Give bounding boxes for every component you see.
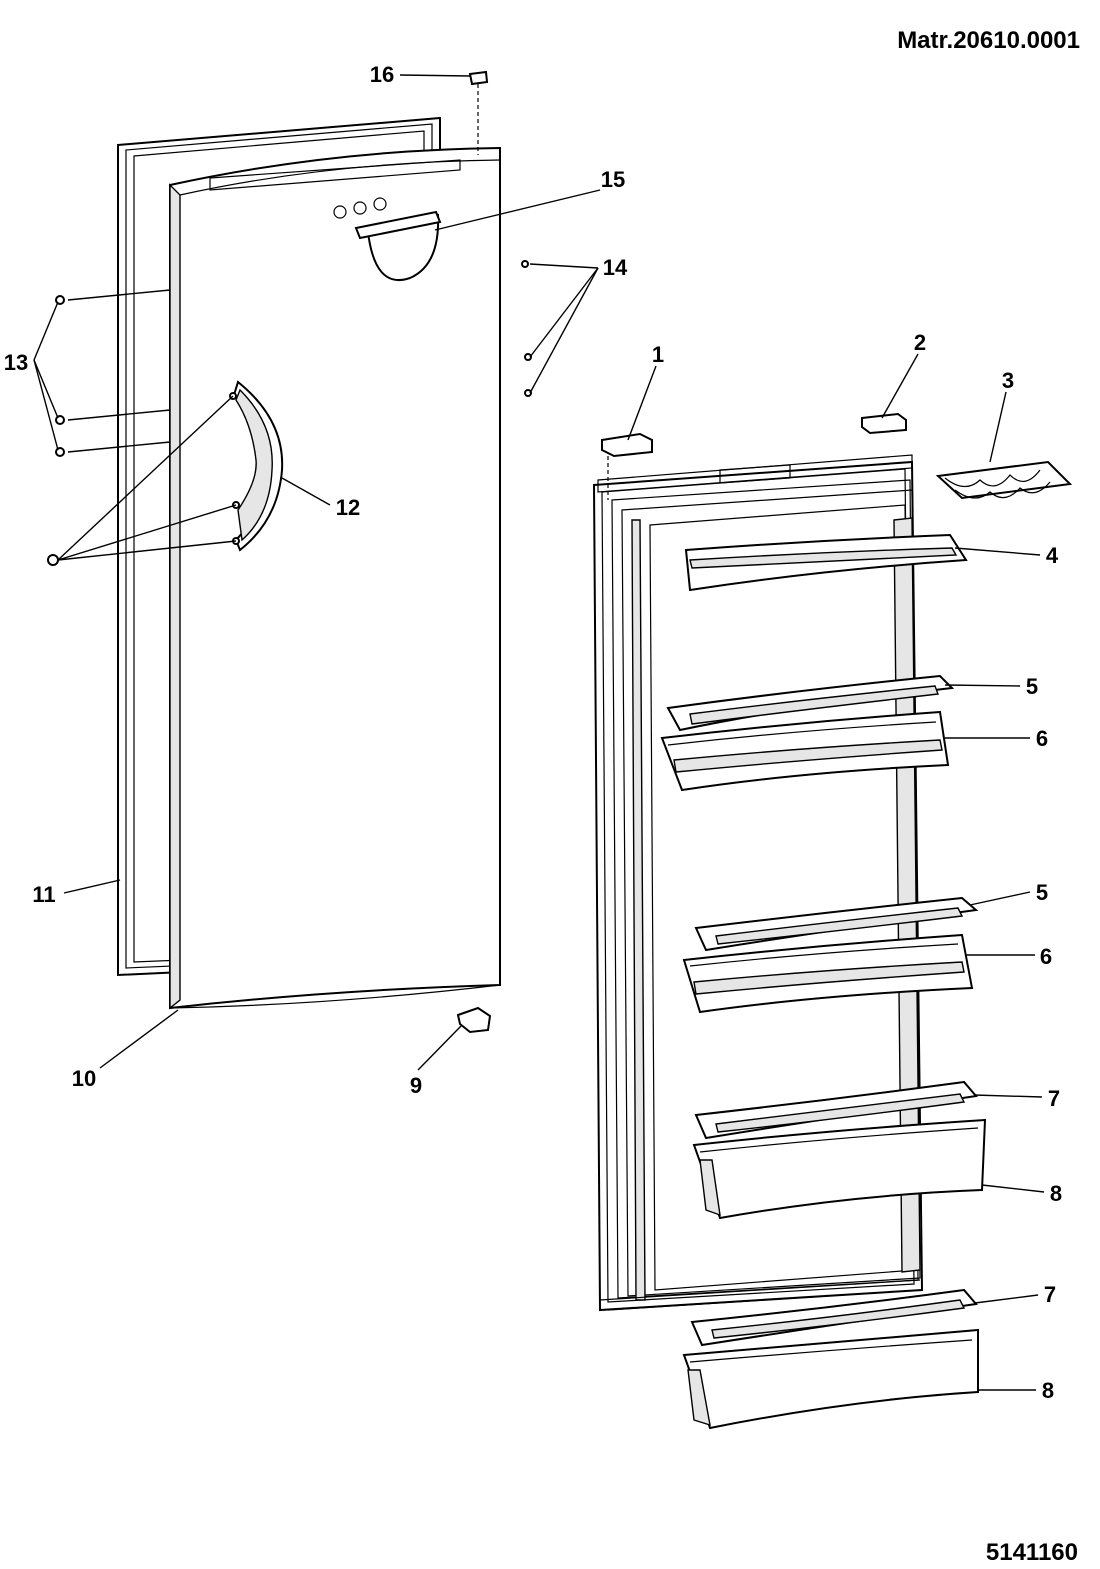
label-10: 10 (72, 1066, 96, 1091)
label-16: 16 (370, 62, 394, 87)
bin-8a (692, 1118, 987, 1220)
label-7-upper: 7 (1048, 1086, 1060, 1111)
rack-5a (666, 674, 955, 732)
label-5-lower: 5 (1036, 880, 1048, 905)
top-cap-left (601, 432, 653, 500)
label-1: 1 (652, 342, 664, 367)
label-15: 15 (601, 167, 625, 192)
label-8-upper: 8 (1050, 1181, 1062, 1206)
rack-7a (694, 1080, 978, 1140)
outer-door-panel (169, 146, 501, 1010)
label-7-lower: 7 (1044, 1282, 1056, 1307)
label-2: 2 (914, 330, 926, 355)
leader-lines-right (627, 353, 1045, 1391)
hinge-pin (468, 70, 489, 155)
label-12: 12 (336, 495, 360, 520)
shelf-4 (684, 533, 968, 592)
shelf-6b (682, 933, 974, 1014)
drawing-code: 5141160 (986, 1539, 1078, 1566)
bin-8b (682, 1328, 979, 1430)
shelf-6a (660, 710, 950, 792)
leader-lines-left (33, 74, 601, 1071)
label-3: 3 (1002, 368, 1014, 393)
label-14: 14 (603, 255, 628, 280)
label-8-lower: 8 (1042, 1378, 1054, 1403)
rack-5b (694, 896, 979, 952)
label-9: 9 (410, 1073, 422, 1098)
label-11: 11 (32, 882, 55, 907)
screws (47, 260, 532, 566)
label-6-lower: 6 (1040, 944, 1052, 969)
matricola-code: Matr.20610.0001 (897, 27, 1080, 54)
rack-7b (690, 1288, 978, 1347)
label-5-upper: 5 (1026, 674, 1038, 699)
top-cap-right (861, 412, 907, 435)
part-labels: 16 15 14 13 12 11 10 9 1 2 3 4 5 6 5 6 7… (4, 62, 1062, 1403)
egg-tray (935, 460, 1073, 500)
door-handle (232, 380, 284, 552)
label-4: 4 (1046, 543, 1059, 568)
door-stop-clip (456, 1006, 492, 1034)
label-13: 13 (4, 350, 28, 375)
label-6-upper: 6 (1036, 726, 1048, 751)
